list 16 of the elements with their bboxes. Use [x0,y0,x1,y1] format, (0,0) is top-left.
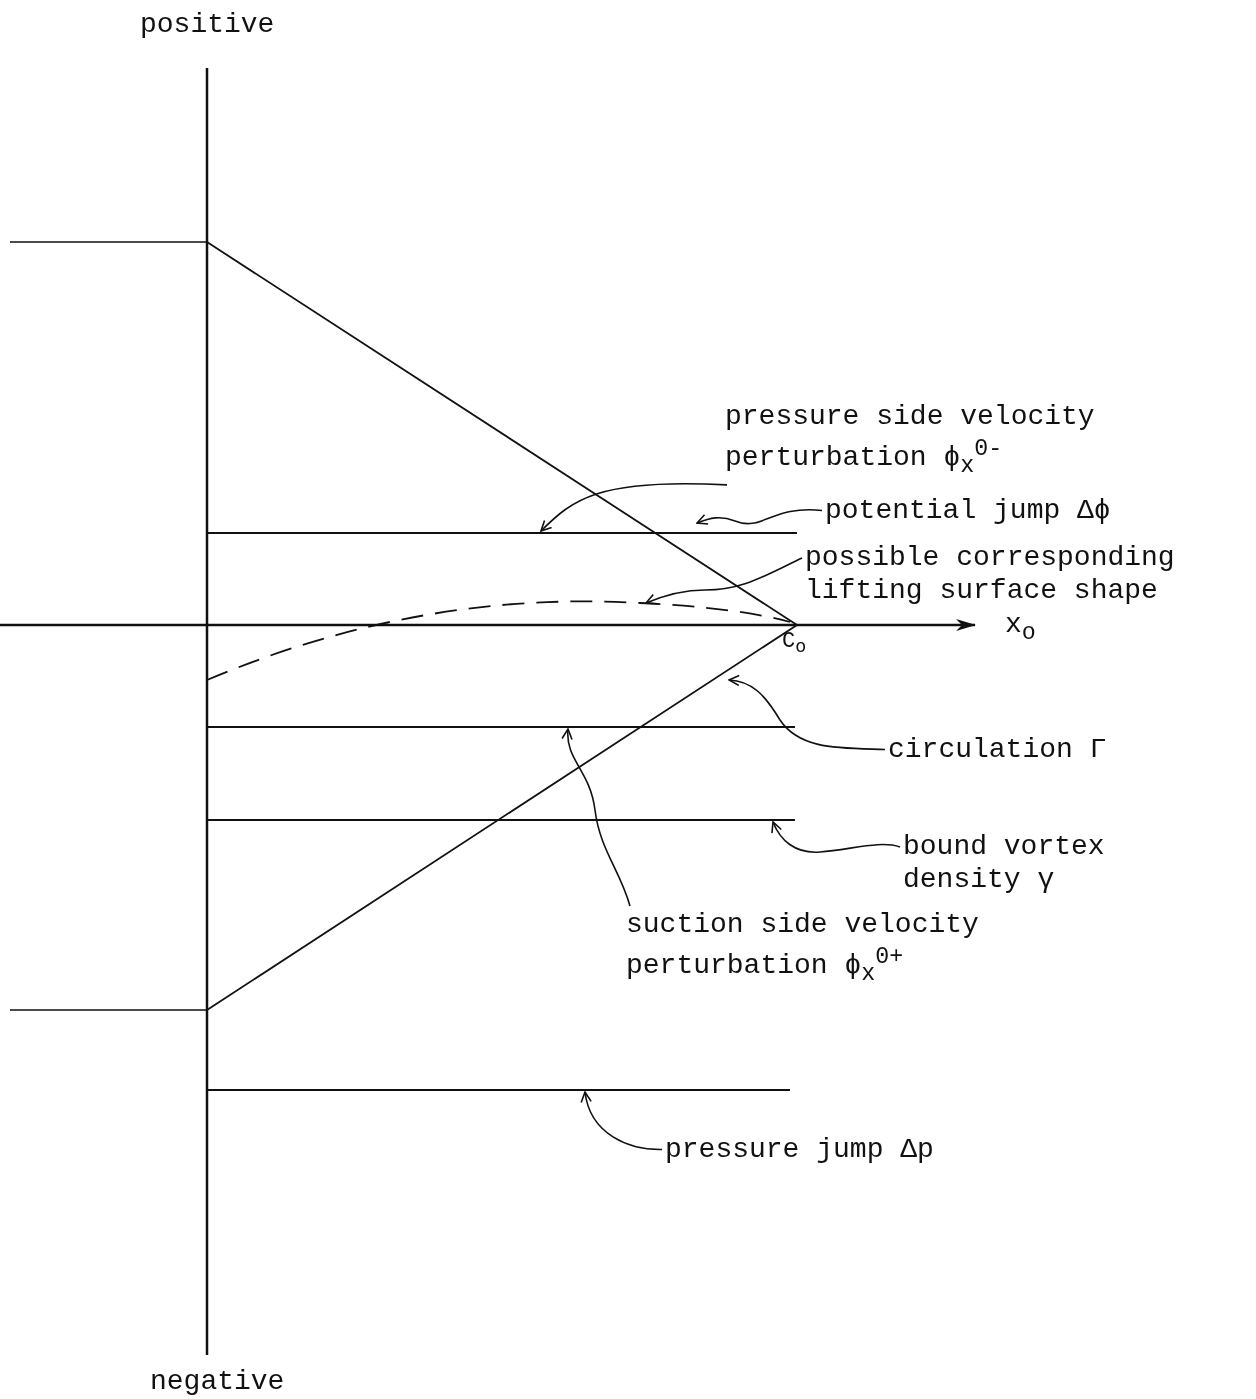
axis-label: x$_{o}$ [1005,608,1036,648]
pressure-jump-line [206,1089,791,1091]
leader-line [561,728,631,907]
point-label: C$_{o}$ [782,630,807,661]
callout-text: potential jump Δϕ [825,494,1111,527]
leader-line [728,675,886,751]
leader-line [696,508,823,525]
leader-line [645,557,803,605]
callout-text: bound vortex density γ [903,830,1143,896]
axis-label: negative [150,1365,285,1398]
leader-line [540,482,728,532]
leader-line [771,821,901,853]
leader-line [581,1091,663,1151]
callout-text: pressure jump Δp [665,1133,934,1166]
axis-label: positive [140,8,275,41]
callout-text: circulation Γ [888,733,1107,766]
